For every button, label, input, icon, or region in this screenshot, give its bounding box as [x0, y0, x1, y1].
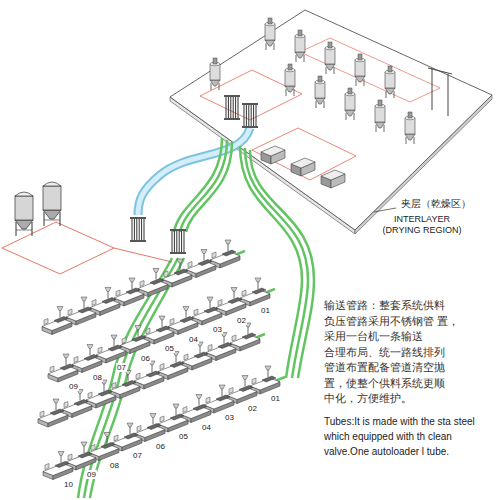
dryer	[210, 58, 220, 90]
dryer	[355, 54, 365, 86]
molding-machine	[204, 385, 234, 413]
molding-machine	[96, 335, 126, 363]
tower-frame	[428, 68, 452, 116]
molding-machine	[192, 297, 222, 325]
callout-number: 04	[201, 423, 212, 432]
supply-line	[114, 248, 172, 262]
molding-machine	[72, 345, 102, 373]
callout-number: 02	[236, 316, 247, 325]
callout-number: 01	[260, 306, 271, 315]
note-text: Tubes:It is made with the sta steel whic…	[323, 414, 497, 459]
molding-machine	[114, 278, 144, 306]
callout-number: 09	[86, 470, 97, 479]
molding-machine	[135, 414, 165, 442]
molding-machine	[90, 288, 120, 316]
frame-post	[448, 74, 449, 116]
callout-number: 07	[132, 451, 143, 460]
molding-machine	[138, 269, 168, 297]
note-text: 输送管路：整套系统供料 负压管路采用不锈钢管 置，采用一台机一条输送 合理布局、…	[323, 298, 465, 407]
callout-number: 06	[140, 354, 151, 363]
callout-number: 08	[92, 373, 103, 382]
dryer	[405, 112, 415, 144]
dryer	[385, 66, 395, 98]
molding-machine	[66, 442, 96, 470]
callout-number: 09	[68, 382, 79, 391]
supply-lines	[60, 248, 280, 467]
molding-machine	[216, 288, 246, 316]
callout-number: 02	[247, 404, 258, 413]
molding-machine	[181, 395, 211, 423]
manifold-rack	[224, 95, 240, 120]
molding-machine	[66, 297, 96, 325]
dryer	[295, 30, 305, 62]
molding-machine	[86, 380, 116, 408]
molding-machine	[112, 423, 142, 451]
molding-machine	[43, 452, 73, 480]
molding-machine	[206, 333, 236, 361]
interlayer-platform	[170, 10, 492, 230]
dehumidifier-unit	[261, 146, 285, 164]
molding-machine	[38, 399, 68, 427]
blue-pipe	[138, 128, 250, 215]
green-pipe	[186, 142, 232, 232]
callout-number: 03	[212, 325, 223, 334]
callout-number: 05	[178, 432, 189, 441]
region-label: INTERLAYER (DRYING REGION)	[378, 214, 466, 236]
molding-machine	[42, 307, 72, 335]
molding-machine	[168, 307, 198, 335]
dryer	[285, 64, 295, 96]
dehumidifier-unit	[291, 158, 315, 176]
callout-number: 08	[109, 461, 120, 470]
molding-machine	[230, 323, 260, 351]
molding-machine	[250, 366, 280, 394]
molding-machine	[227, 376, 257, 404]
dehumidifier-unit	[321, 170, 345, 188]
frame-post	[432, 68, 433, 110]
dryer	[265, 18, 275, 50]
green-pipe	[174, 138, 222, 232]
molding-machine	[144, 316, 174, 344]
callout-number: 10	[63, 480, 74, 489]
manifold-rack	[242, 103, 258, 128]
callout-number: 05	[164, 344, 175, 353]
green-pipes	[65, 138, 314, 498]
molding-machine	[134, 361, 164, 389]
blue-pipe	[138, 128, 250, 215]
molding-machine	[182, 342, 212, 370]
callout-number: 06	[155, 442, 166, 451]
dryer	[375, 100, 385, 132]
callout-number: 01	[270, 394, 281, 403]
molding-machine	[162, 259, 192, 287]
callout-number: 03	[224, 413, 235, 422]
molding-machine	[158, 404, 188, 432]
dryer	[345, 88, 355, 120]
molding-machine	[62, 390, 92, 418]
molding-machine	[110, 371, 140, 399]
callout-number: 07	[116, 363, 127, 372]
callout-number: 04	[188, 335, 199, 344]
dryer	[325, 42, 335, 74]
dryer	[315, 76, 325, 108]
frame-beam	[428, 68, 452, 74]
molding-machine	[89, 433, 119, 461]
region-label: 夹层（乾燥区）	[400, 198, 472, 210]
molding-machine	[158, 352, 188, 380]
manifold-rack	[130, 217, 146, 242]
manifold-rack	[170, 229, 186, 254]
leader-line	[374, 208, 396, 212]
molding-machine	[210, 240, 240, 268]
molding-machine	[240, 278, 270, 306]
green-pipe	[250, 150, 314, 378]
molding-machine	[186, 250, 216, 278]
raw-material-silo	[43, 182, 61, 226]
raw-material-silo	[15, 192, 33, 236]
molding-machine	[48, 354, 78, 382]
molding-machine	[120, 326, 150, 354]
